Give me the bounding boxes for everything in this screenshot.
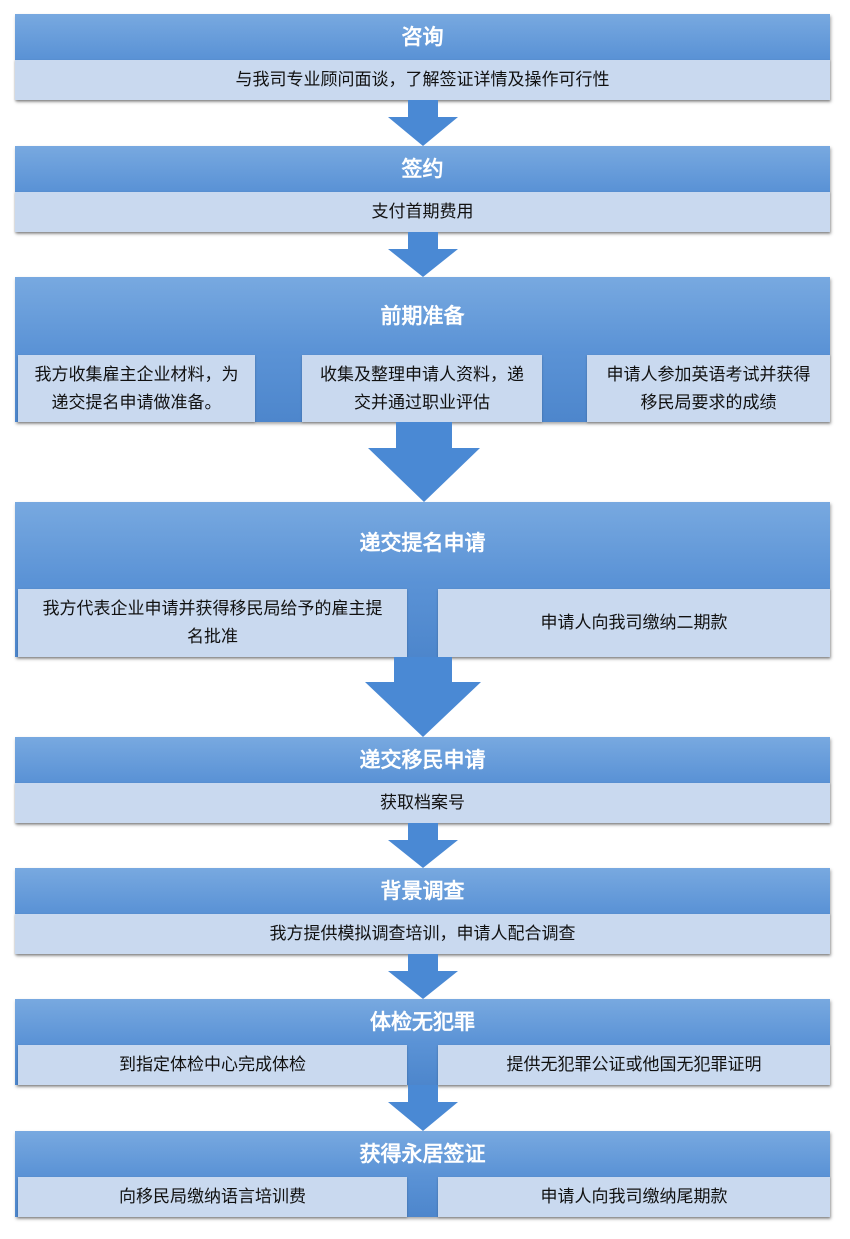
stage-medical-police: 体检无犯罪 到指定体检中心完成体检 提供无犯罪公证或他国无犯罪证明 bbox=[15, 999, 830, 1085]
stage-description-medical: 到指定体检中心完成体检 bbox=[18, 1045, 407, 1085]
stage-title: 签约 bbox=[401, 157, 444, 181]
down-arrow-icon bbox=[368, 422, 480, 502]
stage-description: 支付首期费用 bbox=[15, 192, 830, 232]
down-arrow-icon bbox=[388, 232, 458, 277]
down-arrow-icon bbox=[388, 1085, 458, 1131]
stage-preparation: 前期准备 我方收集雇主企业材料，为递交提名申请做准备。 收集及整理申请人资料，递… bbox=[15, 277, 830, 422]
stage-title: 体检无犯罪 bbox=[370, 1010, 475, 1034]
stage-description-english: 申请人参加英语考试并获得移民局要求的成绩 bbox=[587, 355, 830, 422]
stage-description: 我方提供模拟调查培训，申请人配合调查 bbox=[15, 914, 830, 954]
stage-description-police: 提供无犯罪公证或他国无犯罪证明 bbox=[438, 1045, 830, 1085]
stage-description-final-payment: 申请人向我司缴纳尾期款 bbox=[438, 1177, 830, 1217]
stage-title: 获得永居签证 bbox=[359, 1142, 486, 1166]
stage-title: 咨询 bbox=[401, 25, 444, 49]
stage-title: 前期准备 bbox=[380, 304, 465, 328]
stage-description: 与我司专业顾问面谈，了解签证详情及操作可行性 bbox=[15, 60, 830, 100]
stage-sign: 签约 支付首期费用 bbox=[15, 146, 830, 232]
stage-title: 递交提名申请 bbox=[359, 531, 486, 555]
down-arrow-icon bbox=[388, 954, 458, 999]
down-arrow-icon bbox=[388, 100, 458, 146]
stage-immigration-application: 递交移民申请 获取档案号 bbox=[15, 737, 830, 823]
stage-title: 背景调查 bbox=[380, 879, 465, 903]
stage-background-check: 背景调查 我方提供模拟调查培训，申请人配合调查 bbox=[15, 868, 830, 954]
stage-description-nomination: 我方代表企业申请并获得移民局给予的雇主提名批准 bbox=[18, 589, 407, 657]
stage-nomination: 递交提名申请 我方代表企业申请并获得移民局给予的雇主提名批准 申请人向我司缴纳二… bbox=[15, 502, 830, 657]
stage-description: 获取档案号 bbox=[15, 783, 830, 823]
stage-description-employer: 我方收集雇主企业材料，为递交提名申请做准备。 bbox=[18, 355, 255, 422]
stage-description-applicant: 收集及整理申请人资料，递交并通过职业评估 bbox=[302, 355, 542, 422]
stage-pr-visa: 获得永居签证 向移民局缴纳语言培训费 申请人向我司缴纳尾期款 bbox=[15, 1131, 830, 1217]
down-arrow-icon bbox=[388, 823, 458, 868]
stage-title: 递交移民申请 bbox=[359, 748, 486, 772]
stage-description-language-fee: 向移民局缴纳语言培训费 bbox=[18, 1177, 407, 1217]
down-arrow-icon bbox=[365, 657, 481, 737]
stage-consult: 咨询 与我司专业顾问面谈，了解签证详情及操作可行性 bbox=[15, 14, 830, 100]
stage-description-payment: 申请人向我司缴纳二期款 bbox=[438, 589, 830, 657]
